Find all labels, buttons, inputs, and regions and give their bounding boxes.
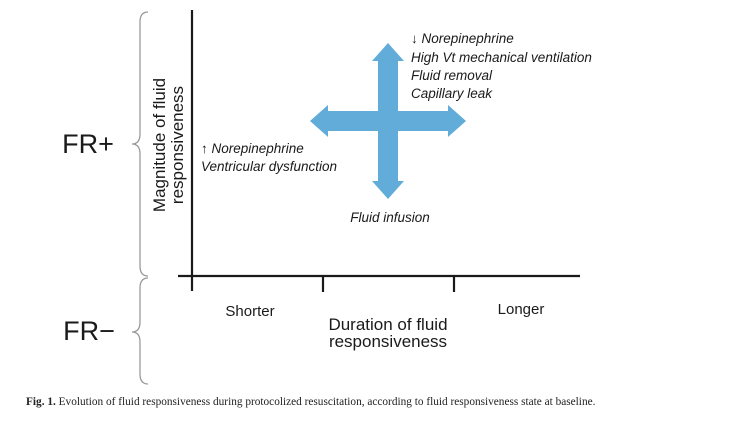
x-axis-title-line1: Duration of fluid xyxy=(328,315,447,334)
fr-minus-label: FR− xyxy=(63,316,115,346)
factor-fluid-infusion: Fluid infusion xyxy=(350,210,430,225)
figure-caption-label: Fig. 1. xyxy=(26,396,56,408)
y-axis-title-line2: responsiveness xyxy=(168,86,187,204)
x-axis-longer-label: Longer xyxy=(498,301,545,318)
fr-plus-label: FR+ xyxy=(62,129,114,159)
factor-high-vt-ventilation: High Vt mechanical ventilation xyxy=(411,50,592,65)
figure-caption-text: Evolution of fluid responsiveness during… xyxy=(58,396,596,408)
fr-minus-brace xyxy=(131,277,149,385)
figure-caption: Fig. 1. Evolution of fluid responsivenes… xyxy=(26,396,726,408)
factor-fluid-removal: Fluid removal xyxy=(411,68,493,83)
y-axis-title-line1: Magnitude of fluid xyxy=(150,78,169,212)
fr-plus-brace xyxy=(131,11,149,277)
fluid-responsiveness-diagram: FR+ FR− Magnitude of fluid responsivenes… xyxy=(62,10,592,385)
factor-norepinephrine-decrease: ↓ Norepinephrine xyxy=(411,31,514,46)
factor-capillary-leak: Capillary leak xyxy=(411,86,493,101)
x-axis-shorter-label: Shorter xyxy=(225,303,274,320)
factor-norepinephrine-increase: ↑ Norepinephrine xyxy=(201,141,304,156)
factor-ventricular-dysfunction: Ventricular dysfunction xyxy=(201,159,337,174)
x-axis-title-line2: responsiveness xyxy=(329,332,447,351)
four-direction-arrow xyxy=(310,43,466,199)
